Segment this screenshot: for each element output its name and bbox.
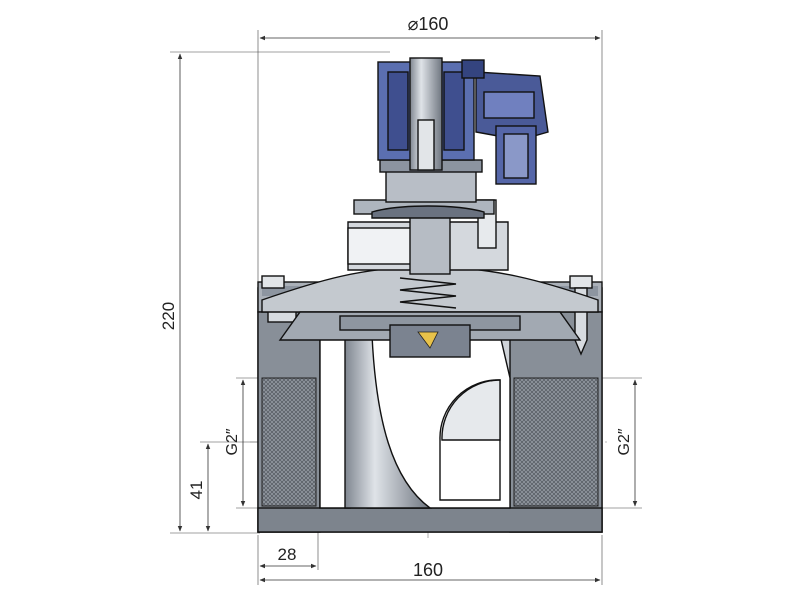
solenoid-coil — [377, 57, 549, 203]
valve-bonnet — [261, 199, 599, 358]
port-center-height-label: 41 — [187, 481, 206, 500]
overall-height-label: 220 — [159, 302, 178, 330]
flange-offset-label: 28 — [278, 545, 297, 564]
overall-width-label: 160 — [413, 560, 443, 580]
left-port-thread-label: G2″ — [224, 428, 241, 455]
right-port-thread-label: G2″ — [616, 428, 633, 455]
top-diameter-label: ⌀160 — [408, 14, 449, 34]
